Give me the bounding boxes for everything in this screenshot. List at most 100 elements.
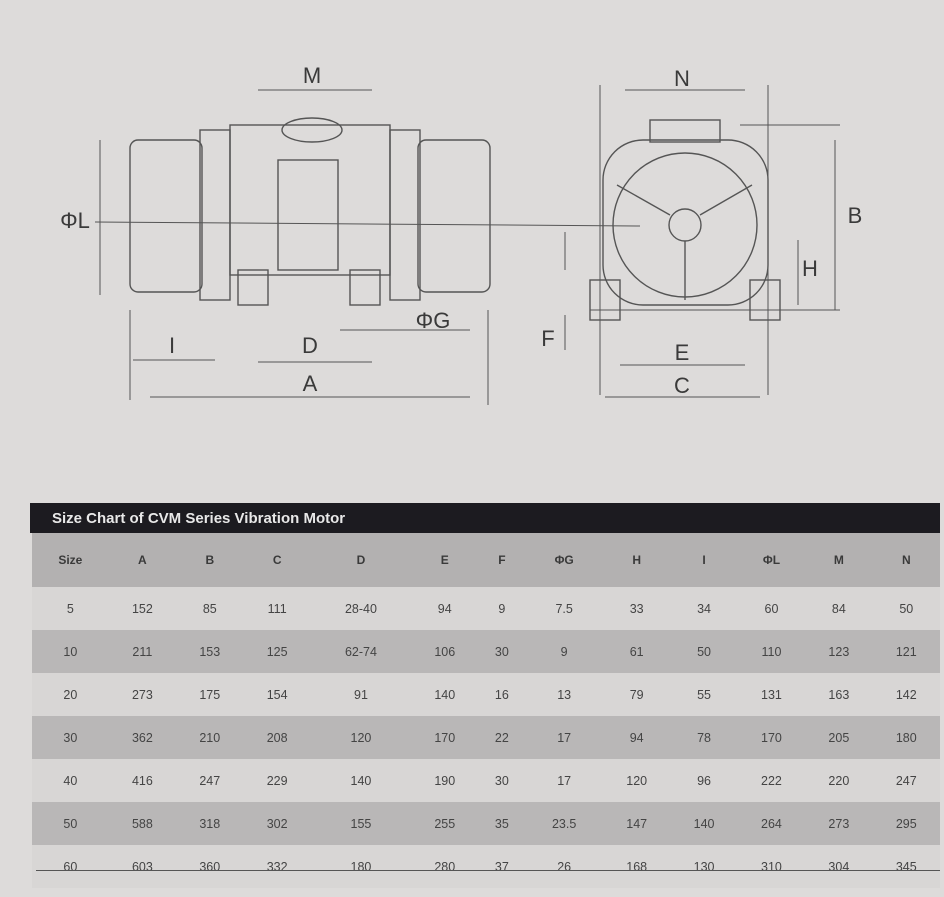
table-cell: 280 [411,845,479,888]
table-cell: 111 [243,587,311,630]
label-n: N [674,66,690,91]
column-header: F [478,533,526,587]
table-cell: 247 [176,759,244,802]
table-cell: 170 [411,716,479,759]
table-cell: 50 [872,587,940,630]
label-d: D [302,333,318,358]
table-cell: 175 [176,673,244,716]
table-cell: 16 [478,673,526,716]
table-cell: 30 [478,630,526,673]
table-cell: 362 [108,716,177,759]
table-cell: 273 [805,802,873,845]
label-e: E [675,340,690,365]
table-cell: 33 [602,587,671,630]
table-cell: 180 [310,845,412,888]
table-cell: 140 [411,673,479,716]
table-cell: 34 [670,587,738,630]
column-header: I [670,533,738,587]
table-cell: 295 [872,802,940,845]
table-cell: 140 [670,802,738,845]
table-cell: 360 [176,845,244,888]
table-cell: 28-40 [310,587,412,630]
table-cell: 210 [176,716,244,759]
table-cell: 62-74 [310,630,412,673]
table-cell: 120 [310,716,412,759]
label-b: B [848,203,863,228]
table-cell: 120 [602,759,671,802]
table-cell: 211 [108,630,177,673]
column-header: N [872,533,940,587]
table-cell: 208 [243,716,311,759]
label-c: C [674,373,690,398]
column-header: ΦG [525,533,603,587]
table-cell: 50 [32,802,109,845]
table-cell: 26 [525,845,603,888]
table-cell: 35 [478,802,526,845]
side-view [94,89,641,405]
label-phi-g: ΦG [416,308,451,333]
column-header: D [310,533,412,587]
table-cell: 61 [602,630,671,673]
table-cell: 153 [176,630,244,673]
table-cell: 170 [737,716,806,759]
table-cell: 5 [32,587,109,630]
label-a: A [303,371,318,396]
table-bottom-rule [36,870,940,871]
table-cell: 79 [602,673,671,716]
table-cell: 84 [805,587,873,630]
end-view [564,85,840,398]
table-cell: 264 [737,802,806,845]
table-cell: 163 [805,673,873,716]
label-m: M [303,63,321,88]
table-cell: 30 [32,716,109,759]
table-cell: 121 [872,630,940,673]
table-cell: 125 [243,630,311,673]
label-phi-l: ΦL [60,208,90,233]
table-cell: 17 [525,759,603,802]
table-cell: 60 [32,845,109,888]
table-cell: 220 [805,759,873,802]
table-cell: 205 [805,716,873,759]
table-cell: 30 [478,759,526,802]
label-f: F [541,326,554,351]
table-cell: 9 [478,587,526,630]
table-cell: 91 [310,673,412,716]
column-header: A [108,533,177,587]
table-cell: 332 [243,845,311,888]
table-cell: 229 [243,759,311,802]
table-cell: 85 [176,587,244,630]
table-cell: 168 [602,845,671,888]
table-cell: 20 [32,673,109,716]
table-cell: 123 [805,630,873,673]
table-cell: 17 [525,716,603,759]
table-cell: 142 [872,673,940,716]
table-cell: 94 [411,587,479,630]
table-cell: 37 [478,845,526,888]
table-cell: 96 [670,759,738,802]
table-cell: 603 [108,845,177,888]
table-cell: 304 [805,845,873,888]
table-title: Size Chart of CVM Series Vibration Motor [30,503,940,533]
table-cell: 50 [670,630,738,673]
table-cell: 247 [872,759,940,802]
table-cell: 180 [872,716,940,759]
table-cell: 302 [243,802,311,845]
table-cell: 7.5 [525,587,603,630]
column-header: C [243,533,311,587]
table-cell: 60 [737,587,806,630]
table-cell: 416 [108,759,177,802]
column-header: E [411,533,479,587]
table-cell: 23.5 [525,802,603,845]
table-cell: 154 [243,673,311,716]
column-header: ΦL [737,533,806,587]
column-header: B [176,533,244,587]
